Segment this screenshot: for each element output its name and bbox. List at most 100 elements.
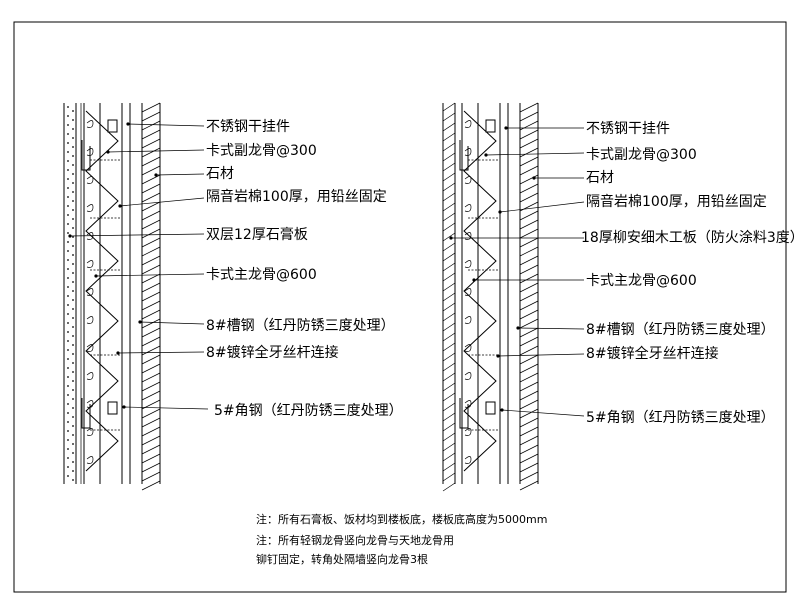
leader-dot [504, 126, 508, 130]
board-dot [72, 272, 74, 274]
stone-hatch [141, 453, 161, 464]
stone-hatch [519, 426, 539, 437]
board-dot [67, 367, 69, 369]
board-dot [67, 277, 69, 279]
board-dot [67, 214, 69, 216]
stone-hatch [141, 336, 161, 347]
stone-hatch [519, 237, 539, 248]
wire-tie [464, 120, 472, 128]
stone-hatch [141, 426, 161, 437]
leader-dot [498, 210, 502, 214]
wire-tie [86, 316, 94, 324]
board-dot [67, 412, 69, 414]
board-dot [72, 308, 74, 310]
stone-hatch [519, 273, 539, 284]
leader-dot [472, 278, 476, 282]
plywood-hatch [442, 252, 456, 262]
board-dot [72, 389, 74, 391]
plywood-hatch [442, 112, 456, 122]
board-dot [72, 353, 74, 355]
wire-tie [86, 288, 94, 296]
plywood-hatch [442, 142, 456, 152]
board-dot [72, 155, 74, 157]
right-callout-labels: 不锈钢干挂件 卡式副龙骨@300 石材 隔音岩棉100厚，用铅丝固定 18厚柳安… [581, 121, 800, 426]
board-dot [72, 371, 74, 373]
plywood-hatch [442, 282, 456, 292]
leader-dot [496, 354, 500, 358]
stone-hatch [141, 327, 161, 338]
board-dot [67, 421, 69, 423]
stone-hatch [519, 471, 539, 482]
stone-hatch [519, 480, 539, 491]
board-dot [72, 209, 74, 211]
plywood-hatch [442, 432, 456, 442]
leader-dot [532, 176, 536, 180]
stainless-hanger [107, 119, 118, 133]
board-dot [67, 394, 69, 396]
board-dot [72, 344, 74, 346]
plywood-hatch [442, 302, 456, 312]
stone-hatch [141, 282, 161, 293]
plywood-hatch [442, 362, 456, 372]
board-dot [72, 128, 74, 130]
board-dot [67, 466, 69, 468]
board-dot [72, 425, 74, 427]
board-dot [72, 479, 74, 481]
wire-tie [464, 176, 472, 184]
board-dot [72, 407, 74, 409]
board-dot [72, 173, 74, 175]
notes-block: 注：所有石膏板、饭材均到楼板底，楼板底高度为5000mm 注：所有轻钢龙骨竖向龙… [256, 512, 547, 566]
left-label-sub-keel: 卡式副龙骨@300 [206, 143, 317, 159]
stone-hatch [141, 408, 161, 419]
board-dot [72, 137, 74, 139]
stone-hatch [141, 129, 161, 140]
stone-hatch [519, 318, 539, 329]
stone-hatch [519, 336, 539, 347]
stone-hatch [519, 363, 539, 374]
leader-dot [516, 326, 520, 330]
plywood-hatch [442, 392, 456, 402]
plywood-hatch [442, 322, 456, 332]
board-dot [67, 448, 69, 450]
plywood-hatch [442, 342, 456, 352]
stone-hatch [519, 453, 539, 464]
stone-hatch [141, 264, 161, 275]
leader-line [139, 321, 205, 325]
wire-tie [464, 204, 472, 212]
board-dot [72, 110, 74, 112]
stone-hatch [141, 183, 161, 194]
angle-steel [81, 398, 91, 429]
leader-line [95, 273, 205, 277]
board-dot [72, 362, 74, 364]
right-label-main-keel: 卡式主龙骨@600 [586, 273, 697, 289]
leader-line [501, 409, 585, 417]
board-dot [72, 416, 74, 418]
leader-dot [500, 408, 504, 412]
wire-tie [464, 232, 472, 240]
stone-hatch [519, 417, 539, 428]
plywood-hatch [442, 182, 456, 192]
leader-dot [126, 122, 130, 126]
board-dot [67, 106, 69, 108]
plywood-hatch [442, 222, 456, 232]
leader-dot [106, 150, 110, 154]
drawing-frame [13, 21, 787, 593]
stone-hatch [519, 354, 539, 365]
board-dot [72, 191, 74, 193]
stone-hatch [141, 273, 161, 284]
stone-hatch [519, 147, 539, 158]
stone-hatch [519, 183, 539, 194]
leader-dot [138, 320, 142, 324]
stone-hatch [141, 354, 161, 365]
board-dot [67, 331, 69, 333]
leader-line [117, 351, 205, 354]
rockwool-zigzag [463, 110, 497, 472]
board-dot [67, 250, 69, 252]
board-dot [67, 358, 69, 360]
board-dot [72, 290, 74, 292]
board-dot [72, 434, 74, 436]
stone-hatch [141, 363, 161, 374]
stone-hatch [519, 309, 539, 320]
stone-hatch [519, 399, 539, 410]
board-dot [67, 313, 69, 315]
